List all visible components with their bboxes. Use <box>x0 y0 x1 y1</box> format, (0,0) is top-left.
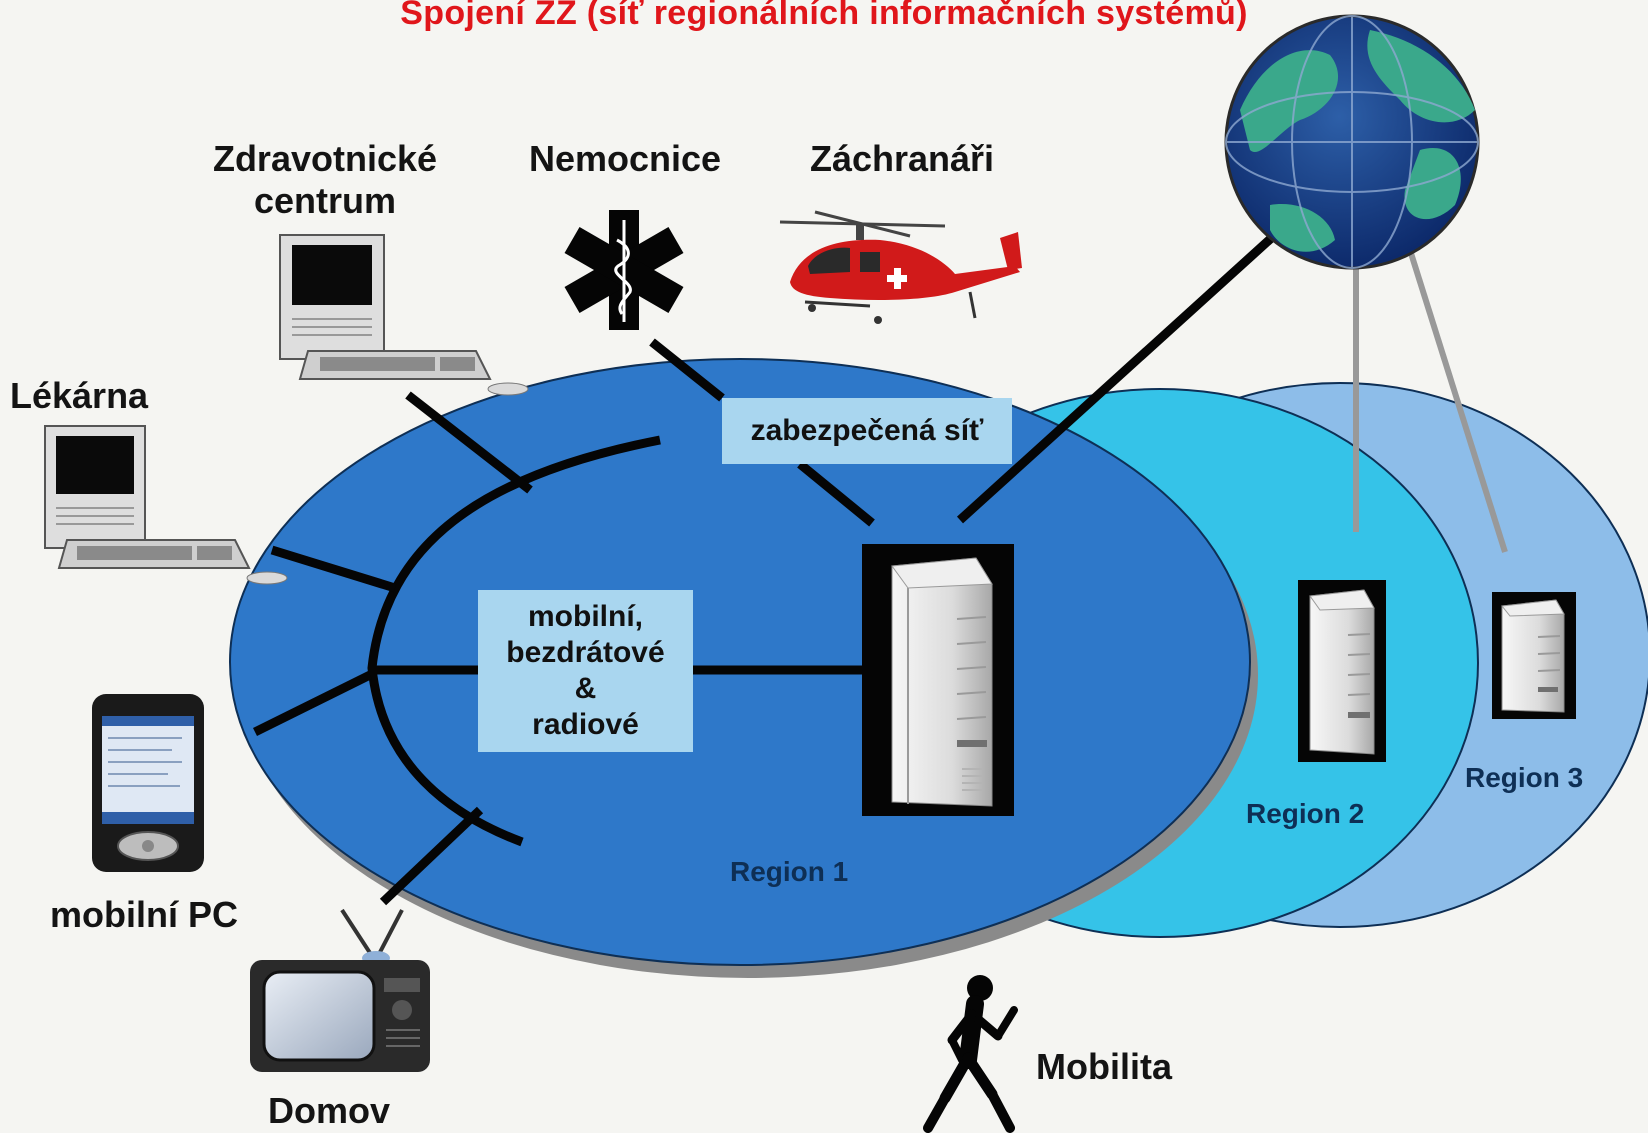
line-home <box>379 806 484 906</box>
region-2-label: Region 2 <box>1246 798 1365 829</box>
label-mobility: Mobilita <box>1036 1046 1172 1087</box>
diagram-title: Spojení ZZ (síť regionálních informačníc… <box>400 0 1248 32</box>
helicopter-icon <box>779 210 1022 324</box>
computer-icon <box>279 234 529 396</box>
label-rescuers: Záchranáři <box>809 138 995 179</box>
label-mobile-pc: mobilní PC <box>50 894 238 935</box>
tv-icon <box>250 908 430 1072</box>
label-health-center-line1: Zdravotnické <box>212 138 438 179</box>
computer-icon <box>44 425 288 585</box>
label-health-center-line2: centrum <box>253 180 397 221</box>
line-health-center <box>405 391 533 494</box>
label-health-center: Zdravotnické centrum <box>200 138 450 222</box>
walking-person-icon <box>923 975 1018 1133</box>
server-icon <box>1298 580 1386 762</box>
line-mobile-pc <box>253 670 372 737</box>
server-icon <box>1492 592 1576 719</box>
line-hospital-b <box>797 460 875 527</box>
wireless-box-line4: radiové <box>532 708 639 741</box>
server-icon <box>862 544 1014 816</box>
pda-icon <box>92 694 204 872</box>
label-home: Domov <box>268 1090 391 1131</box>
region-3-label: Region 3 <box>1465 762 1584 793</box>
secure-network-box: zabezpečená síť <box>722 398 1012 464</box>
globe-links <box>1353 249 1508 553</box>
region-1-label: Region 1 <box>730 856 849 887</box>
line-pharmacy <box>270 545 397 593</box>
network-lines <box>253 228 1282 906</box>
wireless-box-line1: mobilní, <box>528 600 643 633</box>
line-hospital-a <box>649 338 725 402</box>
line-server-globe <box>956 228 1282 524</box>
label-pharmacy: Lékárna <box>10 375 149 416</box>
wireless-box-line2: bezdrátové <box>506 636 665 669</box>
backbone-arc <box>367 435 661 847</box>
globe-icon <box>1224 14 1480 270</box>
wireless-box-line3: & <box>574 672 597 705</box>
star-of-life-icon <box>564 210 684 330</box>
label-hospital: Nemocnice <box>528 138 722 179</box>
wireless-box: mobilní, bezdrátové & radiové <box>478 590 693 752</box>
